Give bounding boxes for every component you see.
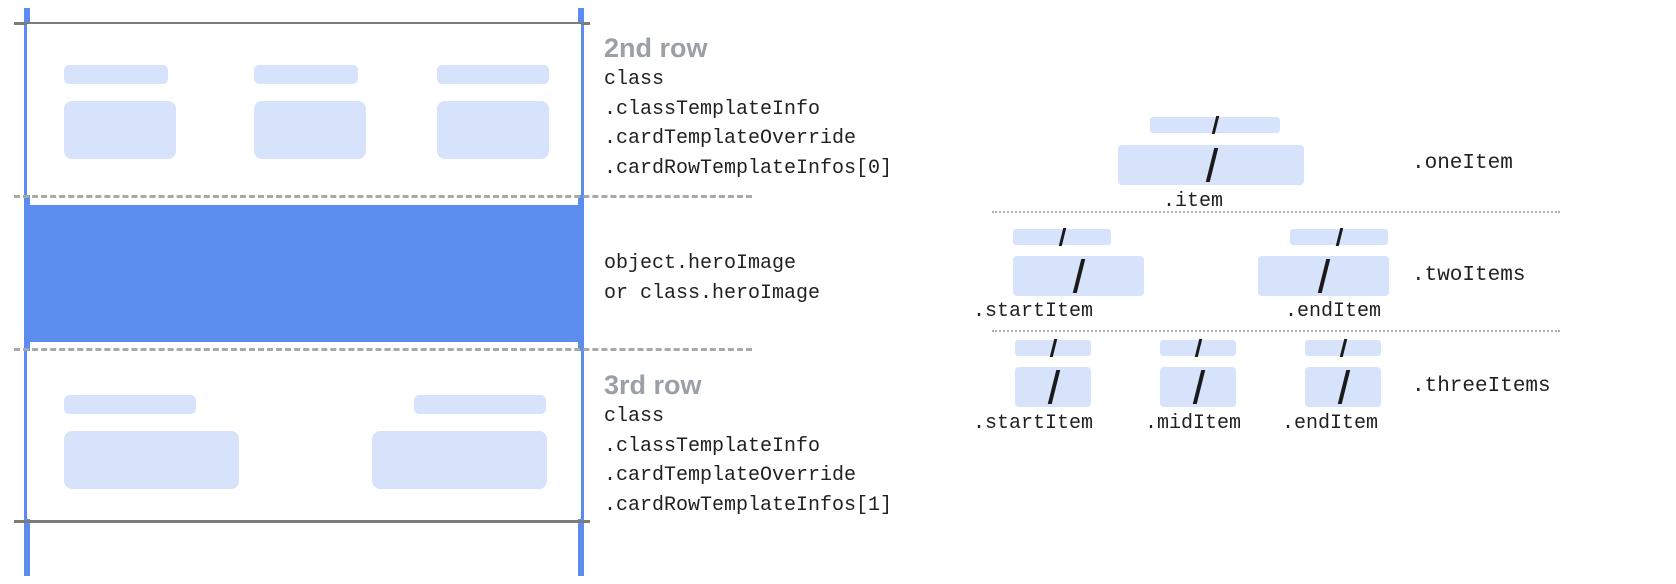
item-value-slot [1160, 367, 1236, 407]
placeholder-chip [414, 395, 546, 414]
item-value-slot [1015, 367, 1091, 407]
item-group-label: .threeItems [1412, 375, 1551, 398]
placeholder-chip [254, 101, 366, 159]
slash-icon [1317, 259, 1331, 293]
annotation-code: object.heroImage or class.heroImage [604, 252, 821, 305]
placeholder-chip [64, 101, 176, 159]
item-slot-label: .item [1163, 190, 1224, 213]
item-subtitle-slot [1160, 339, 1236, 357]
slash-icon [1049, 339, 1057, 357]
placeholder-chip [64, 65, 168, 84]
annotation-code: class .classTemplateInfo .cardTemplateOv… [604, 68, 893, 180]
slash-icon [1335, 228, 1343, 246]
slash-icon [1072, 259, 1086, 293]
card-bottom-rule [14, 520, 590, 523]
placeholder-chip [437, 65, 549, 84]
annotation-code: class .classTemplateInfo .cardTemplateOv… [604, 405, 893, 517]
item-subtitle-slot [1150, 116, 1280, 134]
item-subtitle-slot [1305, 339, 1381, 357]
card-right-rail [578, 8, 584, 576]
slash-icon [1047, 370, 1060, 404]
placeholder-chip [64, 431, 239, 489]
item-slot-label: .startItem [973, 412, 1094, 435]
item-value-slot [1118, 145, 1304, 185]
card-hero-image-band [27, 205, 581, 342]
placeholder-chip [64, 395, 196, 414]
slash-icon [1194, 339, 1202, 357]
item-subtitle-slot [1015, 339, 1091, 357]
item-subtitle-slot [1013, 228, 1111, 246]
item-group-divider-1 [992, 211, 1560, 213]
slash-icon [1339, 339, 1347, 357]
placeholder-chip [372, 431, 547, 489]
card-preview-diagram [0, 0, 752, 584]
item-group-label: .twoItems [1412, 264, 1526, 287]
annotation-2nd-row: 2nd row class .classTemplateInfo .cardTe… [604, 31, 892, 183]
item-value-slot [1305, 367, 1381, 407]
annotation-3rd-row: 3rd row class .classTemplateInfo .cardTe… [604, 368, 892, 520]
slash-icon [1205, 148, 1218, 182]
annotation-title: 3rd row [604, 370, 702, 400]
slash-icon [1211, 116, 1219, 134]
card-top-rule [14, 22, 590, 25]
item-group-divider-2 [992, 330, 1560, 332]
annotation-hero-image: object.heroImage or class.heroImage [604, 249, 820, 308]
item-layout-diagram: .item .oneItem .startItem .endItem .twoItems… [960, 0, 1676, 584]
row-divider-upper [14, 195, 752, 198]
row-divider-lower [14, 348, 752, 351]
item-group-label: .oneItem [1412, 152, 1513, 175]
slash-icon [1337, 370, 1350, 404]
item-slot-label: .midItem [1145, 412, 1242, 435]
item-slot-label: .endItem [1282, 412, 1379, 435]
item-slot-label: .endItem [1285, 300, 1382, 323]
placeholder-chip [437, 101, 549, 159]
item-slot-label: .startItem [973, 300, 1094, 323]
item-value-slot [1258, 256, 1389, 296]
placeholder-chip [254, 65, 358, 84]
item-subtitle-slot [1290, 228, 1388, 246]
item-value-slot [1013, 256, 1144, 296]
slash-icon [1058, 228, 1066, 246]
annotation-title: 2nd row [604, 33, 708, 63]
slash-icon [1192, 370, 1205, 404]
